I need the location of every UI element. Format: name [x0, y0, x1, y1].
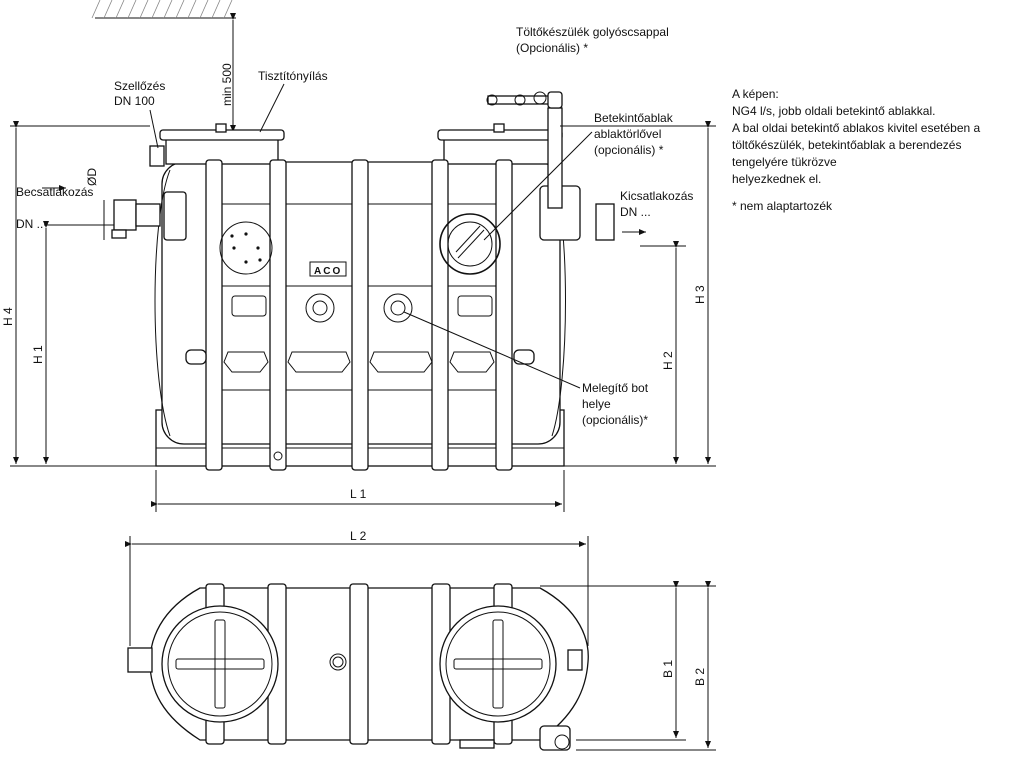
aco-logo: ACO [314, 266, 342, 277]
diameter-label: ØD [85, 168, 99, 186]
notes-spacer [732, 188, 1022, 198]
notes-panel: A képen: NG4 l/s, jobb oldali betekintő … [732, 86, 1022, 215]
top-view [127, 583, 589, 751]
dimension-h4-label: H 4 [1, 307, 15, 326]
dimension-h2-label: H 2 [661, 351, 675, 370]
inlet-label-1: Becsatlakozás [16, 185, 93, 199]
ceiling-hatch [91, 0, 236, 19]
notes-heading: A képen: [732, 87, 779, 101]
outlet-label-2: DN ... [620, 205, 651, 219]
dimension-b1-label: B 1 [661, 660, 675, 678]
viewing-window-label-2: ablaktörlővel [594, 127, 661, 141]
ventilation-label-2: DN 100 [114, 94, 155, 108]
heater-label-1: Melegítő bot [582, 381, 649, 395]
side-view: ACO [111, 91, 615, 471]
heater-label-2: helye [582, 397, 611, 411]
inlet-label-2: DN .. [16, 217, 43, 231]
notes-line-4: tengelyére tükrözve [732, 155, 837, 169]
filler-label-2: (Opcionális) * [516, 41, 588, 55]
dimension-l2-label: L 2 [350, 529, 367, 543]
dimension-h3-label: H 3 [693, 285, 707, 304]
notes-line-5: helyezkednek el. [732, 172, 822, 186]
viewing-window-label-3: (opcionális) * [594, 143, 664, 157]
notes-line-3: töltőkészülék, betekintőablak a berendez… [732, 138, 962, 152]
viewing-window-label-1: Betekintőablak [594, 111, 674, 125]
dimension-h1-label: H 1 [31, 345, 45, 364]
cleaning-opening-label: Tisztítónyílás [258, 69, 328, 83]
heater-label-3: (opcionális)* [582, 413, 648, 427]
filler-label-1: Töltőkészülék golyóscsappal [516, 25, 669, 39]
notes-footnote: * nem alaptartozék [732, 199, 833, 213]
dimension-l1-label: L 1 [350, 487, 367, 501]
min-clearance-label: min 500 [220, 63, 234, 106]
dimension-b2-label: B 2 [693, 668, 707, 686]
notes-line-2: A bal oldai betekintő ablakos kivitel es… [732, 121, 981, 135]
outlet-label-1: Kicsatlakozás [620, 189, 693, 203]
notes-line-1: NG4 l/s, jobb oldali betekintő ablakkal. [732, 104, 936, 118]
ventilation-label-1: Szellőzés [114, 79, 165, 93]
